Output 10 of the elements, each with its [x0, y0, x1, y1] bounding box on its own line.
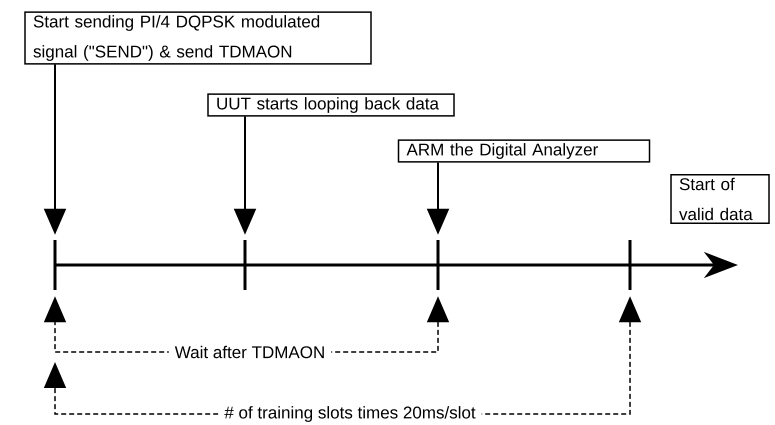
text-box: UUT starts looping back data: [207, 93, 455, 117]
edge-label: Wait after TDMAON: [174, 346, 324, 358]
tick-mark: [436, 240, 440, 290]
tick-mark: [54, 240, 56, 290]
text-box: Start of valid data: [670, 174, 770, 224]
text-box: ARM the Digital Analyzer: [398, 139, 650, 163]
tick-mark: [244, 240, 246, 290]
edge-label: # of training slots times 20ms/slot: [224, 406, 476, 422]
tick-mark: [628, 240, 632, 290]
text-box: Start sending PI/4 DQPSK modulated signal ("SEND") & send TDMAON: [24, 11, 372, 65]
